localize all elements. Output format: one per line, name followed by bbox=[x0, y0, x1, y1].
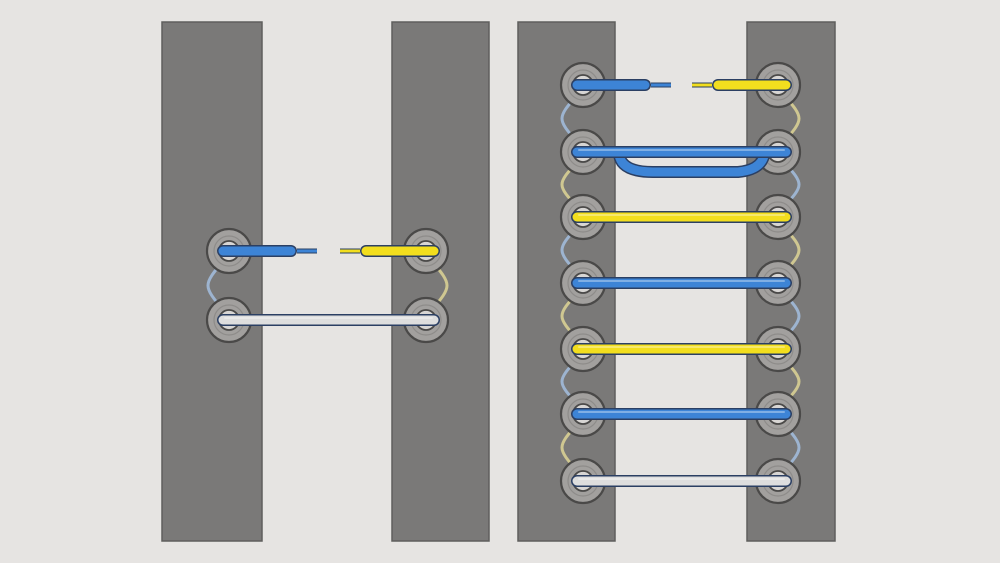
diagram-step-start bbox=[161, 21, 490, 542]
lace-yellow-row-5 bbox=[571, 343, 792, 355]
lace-loop-row-2 bbox=[613, 148, 770, 178]
left-panel bbox=[161, 21, 263, 542]
lace-blue-row-6 bbox=[571, 408, 792, 420]
lace-blue-row-4 bbox=[571, 277, 792, 289]
right-panel bbox=[391, 21, 490, 542]
lace-white-row-7 bbox=[571, 475, 792, 487]
lace-blue-row-2 bbox=[571, 146, 792, 158]
diagrams-layer bbox=[161, 21, 836, 542]
lace-white-row-2 bbox=[217, 314, 440, 326]
lace-yellow-row-3 bbox=[571, 211, 792, 223]
diagram-step-finished bbox=[517, 21, 836, 542]
